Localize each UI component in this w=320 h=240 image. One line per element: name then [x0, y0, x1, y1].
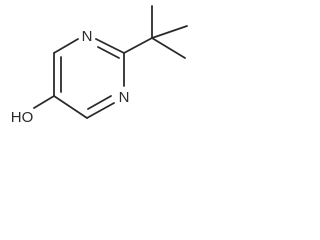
atom-n-bottom: N [119, 89, 130, 106]
bond-c4-n3 [53, 38, 79, 54]
bond-c5-o [33, 95, 55, 109]
atom-hydroxyl: HO [11, 109, 34, 126]
bond-c2-cq [123, 37, 153, 54]
bond-cq-me-right-down [151, 37, 186, 59]
bond-n3-c2 [95, 38, 125, 54]
bond-n3-c2-inner [97, 46, 120, 59]
bond-c6-c5 [53, 95, 88, 119]
structural-formula: N N HO [11, 5, 188, 126]
bond-n1-c6 [86, 102, 115, 119]
atom-n-top: N [82, 28, 93, 45]
bond-n1-c6-inner [87, 95, 112, 110]
bond-cq-me-right-up [151, 25, 188, 39]
molecule-canvas: N N HO [0, 0, 195, 132]
